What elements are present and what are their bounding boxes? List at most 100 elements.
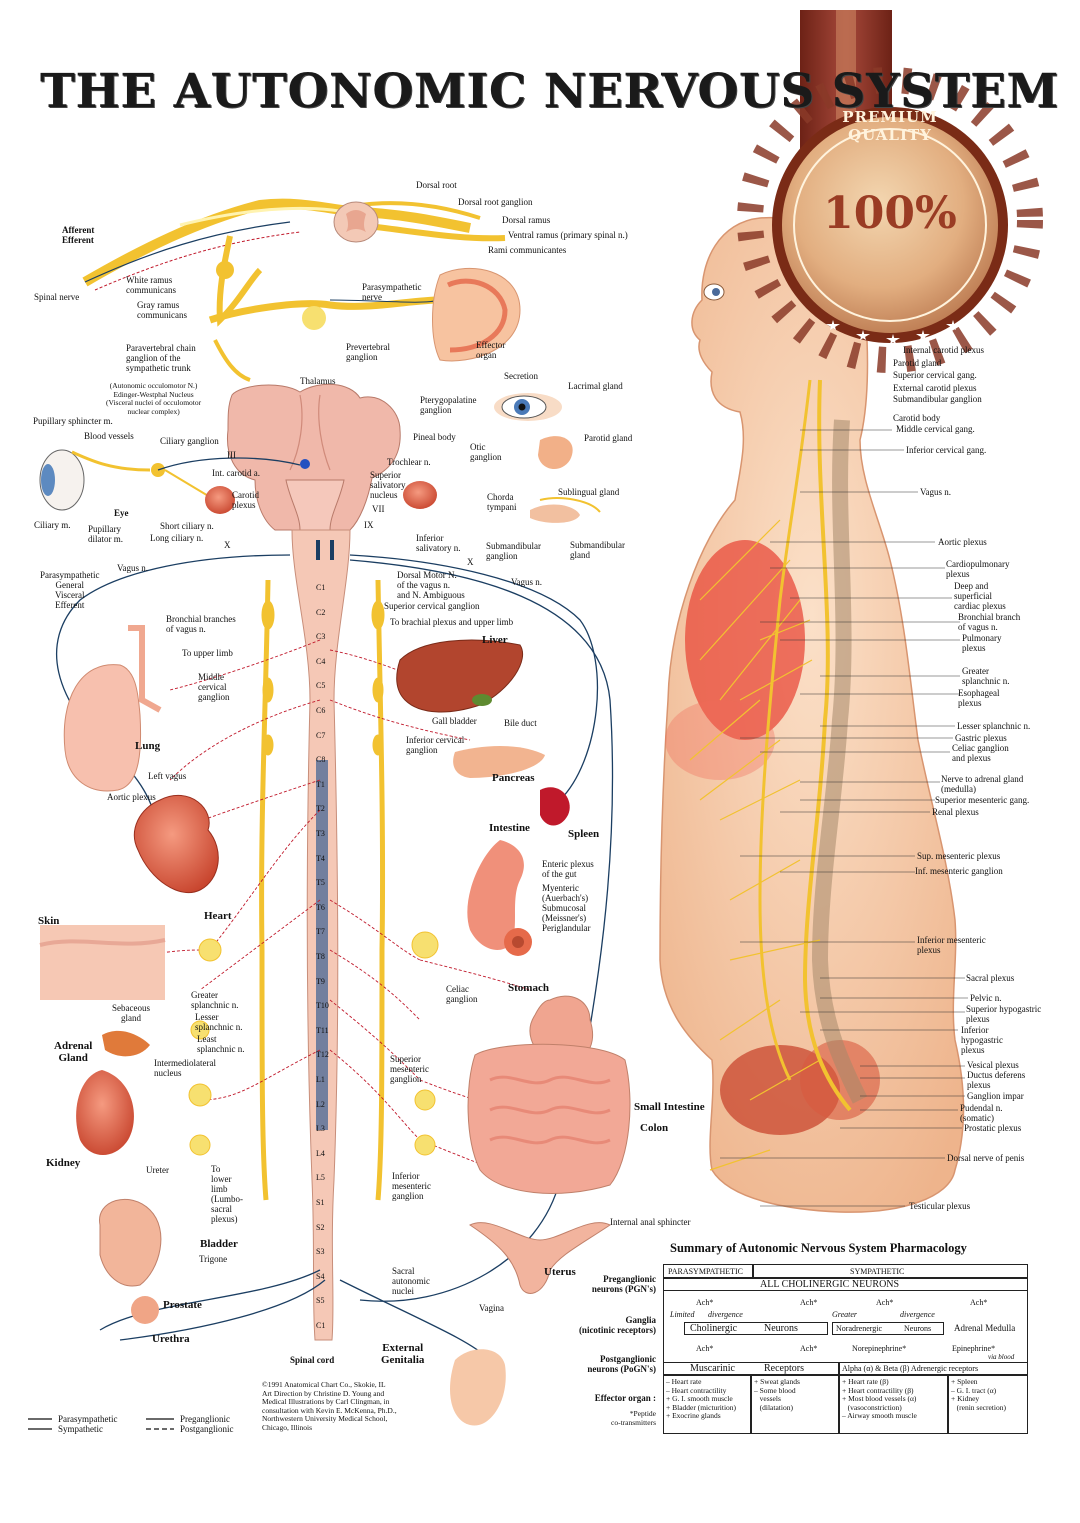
label-to-lower-limb: To lower limb (Lumbo- sacral plexus) [211, 1164, 243, 1224]
label-aortic-plexus: Aortic plexus [107, 792, 156, 802]
head-right-label: External carotid plexus [893, 383, 977, 393]
pharm-all-cholinergic: ALL CHOLINERGIC NEURONS [760, 1279, 900, 1290]
label-secretion: Secretion [504, 371, 538, 381]
pharm-noradrenergic: Noradrenergic [836, 1324, 883, 1333]
brain [226, 383, 401, 1341]
body-label: Bronchial branch of vagus n. [958, 612, 1021, 632]
pharm-ach-1: Ach* [696, 1298, 714, 1307]
label-pancreas: Pancreas [492, 772, 535, 784]
label-lesser-splanchnic: Lesser splanchnic n. [195, 1012, 243, 1032]
label-vagus-right: Vagus n. [511, 577, 542, 587]
pharm-ach-2: Ach* [800, 1298, 818, 1307]
label-kidney: Kidney [46, 1157, 81, 1169]
body-label: Aortic plexus [938, 537, 987, 547]
label-trochlear: Trochlear n. [387, 457, 431, 467]
label-rami-communicantes: Rami communicantes [488, 245, 567, 255]
label-afferent: Afferent [62, 225, 95, 235]
head-right-label: Vagus n. [920, 487, 951, 497]
label-lung: Lung [135, 740, 161, 752]
sympathetic-chains [259, 579, 386, 1201]
pharm-greater: Greater [832, 1310, 858, 1319]
body-label: Ductus deferens plexus [967, 1070, 1026, 1090]
label-white-ramus: White ramus communicans [126, 275, 176, 295]
label-bronchial-branches: Bronchial branches of vagus n. [166, 614, 236, 634]
label-dorsal-root-ganglion: Dorsal root ganglion [458, 197, 533, 207]
pharm-left-effector: Effector organ : [594, 1393, 656, 1403]
pharm-col3: + Heart rate (β) + Heart contractility (… [842, 1377, 917, 1421]
label-short-ciliary: Short ciliary n. [160, 521, 214, 531]
label-celiac-ganglion: Celiac ganglion [446, 984, 478, 1004]
label-sacral-autonomic: Sacral autonomic nuclei [392, 1266, 430, 1296]
spinal-segment-label: S4 [316, 1271, 325, 1281]
label-chorda-tympani: Chorda tympani [487, 492, 517, 512]
label-skin: Skin [38, 915, 60, 927]
label-eye: Eye [114, 508, 129, 518]
spinal-segment-label: L5 [316, 1173, 325, 1183]
label-dorsal-ramus: Dorsal ramus [502, 215, 551, 225]
pharm-adrenal-medulla: Adrenal Medulla [954, 1323, 1016, 1333]
body-label: Sup. mesenteric plexus [917, 851, 1001, 861]
pharm-receptors: Receptors [764, 1363, 804, 1374]
body-label: Deep and superficial cardiac plexus [954, 581, 1006, 611]
label-parasym-general: Parasympathetic General Visceral Efferen… [40, 570, 100, 610]
pharmacology-title: Summary of Autonomic Nervous System Phar… [670, 1241, 967, 1255]
pharm-peptide: *Peptide co-transmitters [611, 1409, 656, 1427]
page-title: THE AUTONOMIC NERVOUS SYSTEM [40, 64, 1059, 119]
label-small-intestine: Small Intestine [634, 1101, 705, 1113]
spinal-segment-label: C4 [316, 656, 326, 666]
body-label: Renal plexus [932, 807, 979, 817]
pharm-col4: + Spleen – G. I. tract (α) + Kidney (ren… [951, 1377, 1006, 1412]
label-submandibular-gland: Submandibular gland [570, 540, 625, 560]
label-superior-salivatory: Superior salivatory nucleus [370, 470, 406, 500]
badge-percent: 100% [823, 188, 957, 239]
spinal-segment-label: C5 [316, 681, 326, 691]
label-x-left: X [224, 540, 231, 550]
body-label: Esophageal plexus [958, 688, 1000, 708]
label-int-carotid: Int. carotid a. [212, 468, 260, 478]
spinal-segment-label: S2 [316, 1222, 325, 1232]
spinal-segment-label: C3 [316, 632, 326, 642]
pharm-col1: – Heart rate – Heart contractility + G. … [666, 1377, 737, 1421]
body-label: Prostatic plexus [964, 1123, 1022, 1133]
body-label: Vesical plexus [967, 1060, 1019, 1070]
label-intermediolateral: Intermediolateral nucleus [154, 1058, 216, 1078]
label-parotid-gland: Parotid gland [584, 433, 633, 443]
pharm-ach-6: Ach* [800, 1344, 818, 1353]
pharm-neurons-1: Neurons [764, 1323, 798, 1334]
label-spleen: Spleen [568, 828, 600, 840]
label-ureter: Ureter [146, 1165, 169, 1175]
pharm-epinephrine: Epinephrine* [952, 1344, 996, 1353]
label-efferent: Efferent [62, 235, 94, 245]
spinal-segment-label: C8 [316, 755, 326, 765]
pharm-via-blood: via blood [988, 1353, 1015, 1361]
label-vagus-left: Vagus n. [117, 563, 148, 573]
pharm-left-pogn: Postganglionic neurons (PoGN's) [587, 1354, 656, 1374]
label-iii: III [227, 450, 236, 460]
pharm-col2: + Sweat glands – Some blood vessels (dil… [754, 1377, 800, 1412]
pharm-adrenergic: Alpha (α) & Beta (β) Adrenergic receptor… [842, 1364, 979, 1373]
spinal-segment-label: T9 [316, 976, 325, 986]
body-label: Testicular plexus [909, 1201, 971, 1211]
spinal-segment-label: C1 [316, 583, 326, 592]
badge-text: PREMIUM QUALITY [842, 108, 938, 144]
spinal-segment-label: C2 [316, 607, 326, 617]
label-stomach: Stomach [508, 982, 549, 994]
body-label: Greater splanchnic n. [962, 666, 1010, 686]
spinal-segment-label: C6 [316, 706, 326, 715]
label-gall-bladder: Gall bladder [432, 716, 477, 726]
label-to-upper-limb: To upper limb [182, 648, 233, 658]
body-label: Cardiopulmonary plexus [946, 559, 1010, 579]
label-external-genitalia: External Genitalia [381, 1342, 425, 1366]
pharm-norepinephrine: Norepinephrine* [852, 1344, 907, 1353]
label-gray-ramus: Gray ramus communicans [137, 300, 187, 320]
copyright-note: ©1991 Anatomical Chart Co., Skokie, IL A… [262, 1380, 397, 1432]
spinal-segment-label: S3 [316, 1247, 325, 1257]
legend-postganglionic: Postganglionic [180, 1424, 234, 1434]
label-superior-cervical: Superior cervical ganglion [384, 601, 480, 611]
spinal-segment-label: L2 [316, 1099, 325, 1109]
label-enteric: Enteric plexus of the gut [542, 859, 594, 879]
label-pineal-body: Pineal body [413, 432, 456, 442]
body-label: Inf. mesenteric ganglion [915, 866, 1003, 876]
label-dorsal-root: Dorsal root [416, 180, 457, 190]
